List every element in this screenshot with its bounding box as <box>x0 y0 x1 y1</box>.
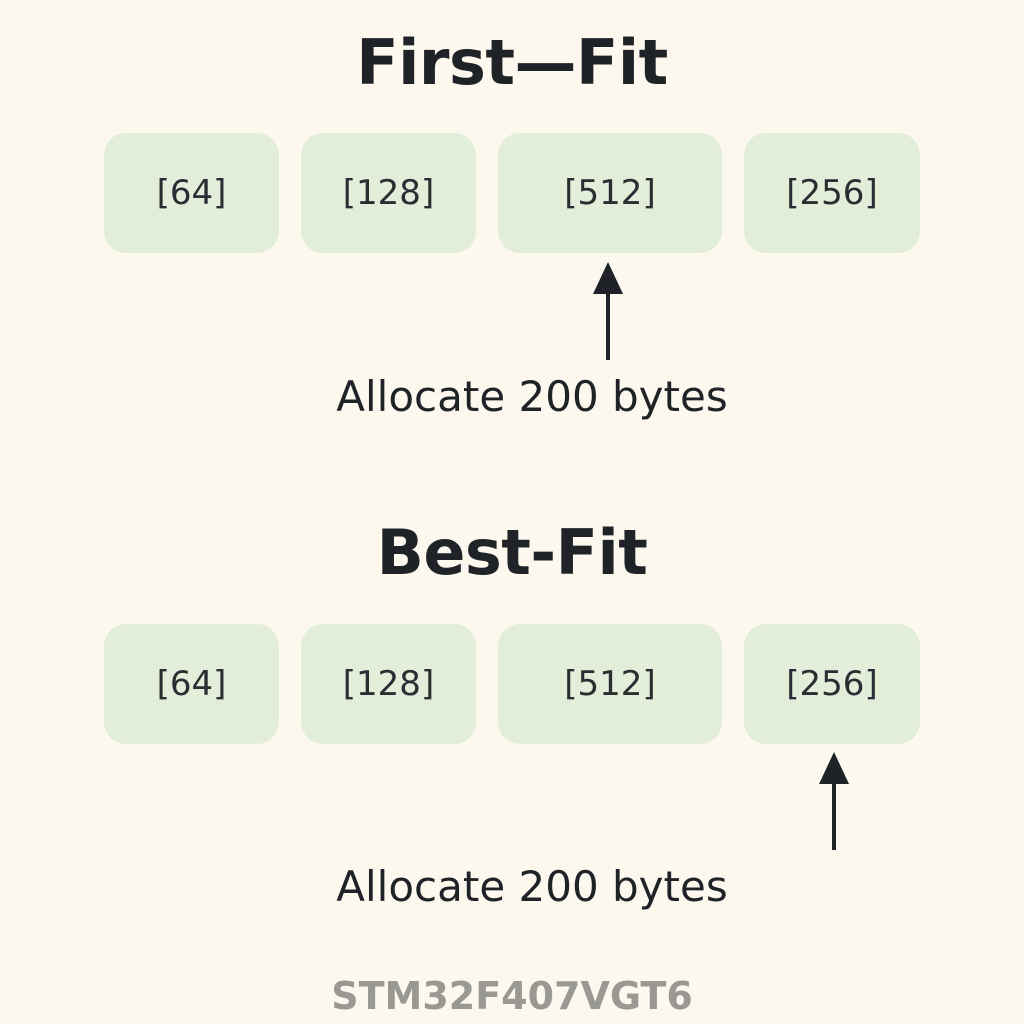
up-arrow-icon <box>593 262 623 360</box>
memory-block-label: [512] <box>564 173 656 213</box>
memory-block: [256] <box>744 133 920 253</box>
footer-part-number: STM32F407VGT6 <box>331 974 693 1018</box>
memory-block: [64] <box>104 624 279 744</box>
memory-block: [512] <box>498 624 722 744</box>
memory-block-label: [128] <box>342 173 435 213</box>
memory-block-label: [256] <box>786 173 878 213</box>
memory-block-selected: [256] <box>744 624 920 744</box>
memory-block-label: [64] <box>156 173 227 213</box>
memory-block: [64] <box>104 133 279 253</box>
memory-block: [128] <box>301 133 476 253</box>
memory-block-label: [512] <box>564 664 656 704</box>
best-fit-allocation-label: Allocate 200 bytes <box>336 862 728 911</box>
best-fit-memory-row: [64] [128] [512] [256] <box>0 624 1024 744</box>
memory-block-label: [64] <box>156 664 227 704</box>
memory-block-label: [256] <box>786 664 878 704</box>
first-fit-allocation-label: Allocate 200 bytes <box>336 372 728 421</box>
first-fit-title: First—Fit <box>356 26 668 99</box>
memory-block-selected: [512] <box>498 133 722 253</box>
best-fit-title: Best-Fit <box>376 516 648 589</box>
memory-block-label: [128] <box>342 664 435 704</box>
memory-block: [128] <box>301 624 476 744</box>
up-arrow-icon <box>819 752 849 850</box>
first-fit-memory-row: [64] [128] [512] [256] <box>0 133 1024 253</box>
